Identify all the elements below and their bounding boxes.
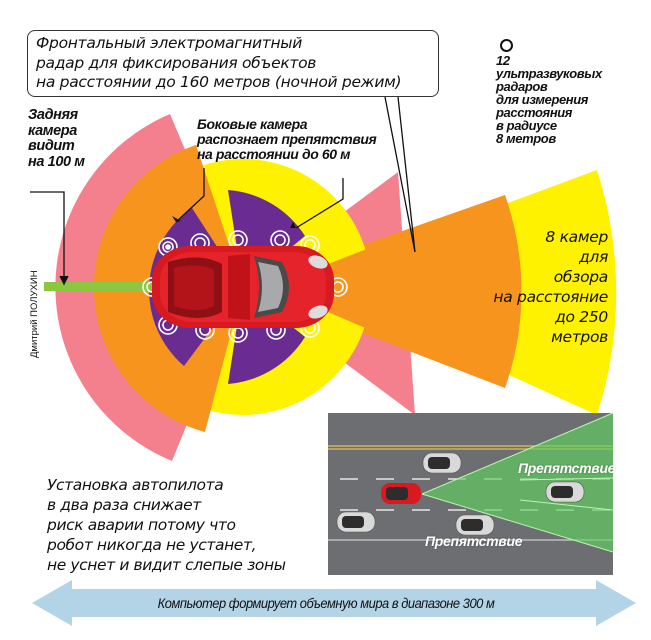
- label-line: на расстояние: [493, 288, 608, 306]
- author-credit: Дмитрий ПОЛУХИН: [29, 270, 40, 358]
- front-radar-callout: Фронтальный электромагнитный радар для ф…: [27, 30, 439, 97]
- callout-line: Фронтальный электромагнитный: [36, 34, 303, 52]
- label-line: для измерения: [496, 92, 589, 107]
- obstacle-label: Препятствие: [425, 533, 523, 549]
- label-line: на 100 м: [28, 153, 85, 170]
- label-line: до 250: [555, 308, 608, 326]
- front-zone-orange-cone: [300, 195, 505, 388]
- leader-lines: [30, 96, 416, 286]
- arrowhead: [290, 222, 296, 228]
- text-line: Установка автопилота: [47, 476, 224, 494]
- text-line: робот никогда не устанет,: [47, 536, 257, 554]
- road-scene: [328, 412, 614, 575]
- label-line: в радиусе: [496, 118, 557, 133]
- eight-cameras-label: 8 камер для обзора на расстояние до 250 …: [440, 227, 608, 347]
- rear-camera-label: Задняя камера видит на 100 м: [28, 107, 85, 170]
- label-line: 12: [496, 53, 510, 68]
- sensor-beam: [422, 413, 613, 552]
- callout-line: радар для фиксирования объектов: [36, 53, 317, 72]
- label-line: для: [578, 248, 608, 266]
- autopilot-text: Установка автопилота в два раза снижает …: [47, 475, 286, 575]
- arrowhead: [172, 216, 181, 222]
- label-line: расстояния: [496, 105, 573, 120]
- rear-label-arrowhead: [59, 275, 69, 286]
- label-line: Задняя: [28, 107, 78, 123]
- car-top-view: [152, 246, 334, 328]
- callout-line: на расстоянии до 160 метров (ночной режи…: [36, 73, 402, 91]
- label-line: распознает препятствия: [197, 131, 377, 147]
- side-cameras-label: Боковые камера распознает препятствия на…: [197, 116, 377, 162]
- label-line: метров: [551, 328, 608, 346]
- ring-icon: [500, 39, 513, 52]
- range-arrow-label: Компьютер формирует объемную мира в диап…: [157, 595, 495, 611]
- text-line: в два раза снижает: [47, 496, 201, 514]
- rear-camera-beam: [44, 282, 154, 291]
- label-line: камера: [28, 122, 77, 139]
- label-line: радаров: [496, 79, 548, 94]
- callout-pointer: [384, 96, 416, 253]
- label-line: видит: [28, 138, 75, 154]
- label-line: 8 метров: [496, 131, 556, 146]
- text-line: не уснет и видит слепые зоны: [47, 556, 286, 574]
- text-line: риск аварии потому что: [47, 516, 236, 534]
- label-line: 8 камер: [545, 228, 608, 246]
- label-line: обзора: [553, 268, 609, 286]
- range-double-arrow: [32, 580, 636, 626]
- label-line: ультразвуковых: [496, 66, 602, 81]
- side-label-leader-left: [175, 168, 205, 223]
- label-line: на расстоянии до 60 м: [197, 146, 351, 162]
- obstacle-label: Препятствие: [518, 460, 616, 476]
- rear-label-leader: [30, 191, 65, 283]
- label-line: Боковые камера: [197, 116, 308, 132]
- ultrasonic-label: 12 ультразвуковых радаров для измерения …: [496, 54, 602, 145]
- side-label-leader-right: [295, 178, 344, 229]
